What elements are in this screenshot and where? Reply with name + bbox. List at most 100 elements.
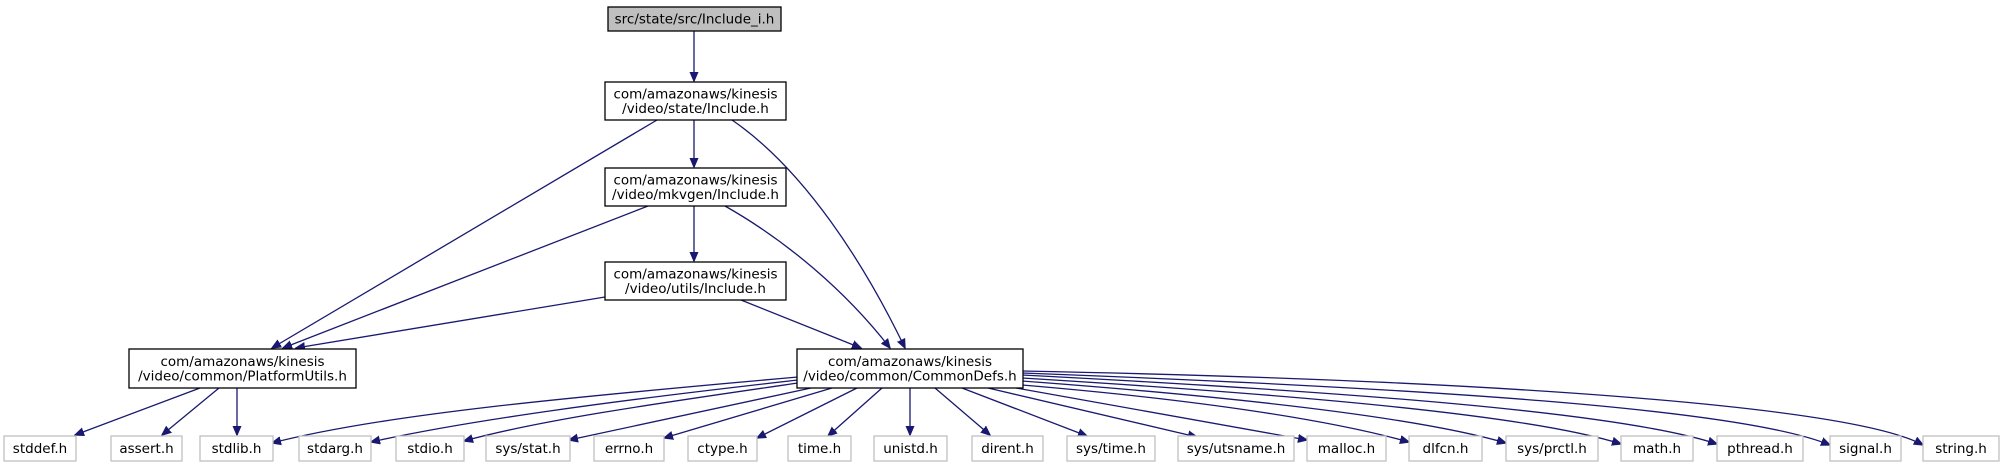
node-label-platform-utils-line-1: com/amazonaws/kinesis [160, 354, 324, 370]
node-dirent: dirent.h [971, 435, 1044, 462]
edge-common-defs-to-stdarg [371, 379, 799, 442]
node-box-unistd [873, 435, 948, 462]
edges [75, 31, 1923, 445]
node-utils-include[interactable]: com/amazonaws/kinesis/video/utils/Includ… [604, 261, 787, 301]
node-sys-utsname: sys/utsname.h [1177, 435, 1295, 462]
node-stdlib: stdlib.h [199, 435, 274, 462]
node-box-dirent [971, 435, 1044, 462]
edge-common-defs-to-time [828, 387, 883, 436]
edge-common-defs-to-errno [664, 387, 833, 438]
node-platform-utils[interactable]: com/amazonaws/kinesis/video/common/Platf… [128, 348, 357, 389]
node-label-sys-prctl: sys/prctl.h [1517, 441, 1587, 457]
node-box-assert [110, 435, 183, 462]
node-box-sys-utsname [1177, 435, 1295, 462]
node-label-sys-utsname: sys/utsname.h [1187, 441, 1286, 457]
node-box-string [1922, 435, 2000, 462]
node-label-signal: signal.h [1839, 441, 1892, 457]
node-label-dirent: dirent.h [981, 441, 1034, 457]
edge-state-include-to-common-defs [731, 119, 905, 348]
node-box-platform-utils [128, 348, 357, 389]
node-assert: assert.h [110, 435, 183, 462]
edge-mkvgen-include-to-platform-utils [283, 205, 649, 348]
node-label-state-include-line-2: /video/state/Include.h [622, 101, 769, 117]
node-dlfcn: dlfcn.h [1408, 435, 1483, 462]
node-label-errno: errno.h [605, 441, 653, 457]
node-label-malloc: malloc.h [1318, 441, 1375, 457]
node-label-mkvgen-include-line-1: com/amazonaws/kinesis [613, 172, 777, 188]
edge-platform-utils-to-stddef [75, 387, 201, 435]
node-unistd: unistd.h [873, 435, 948, 462]
node-malloc: malloc.h [1306, 435, 1387, 462]
node-label-stdlib: stdlib.h [212, 441, 262, 457]
node-ctype: ctype.h [687, 435, 758, 462]
node-box-pthread [1716, 435, 1804, 462]
node-label-sys-time: sys/time.h [1076, 441, 1146, 457]
edge-common-defs-to-math [1021, 377, 1621, 444]
node-stddef: stddef.h [3, 435, 77, 462]
edge-common-defs-to-stdio [464, 382, 799, 441]
node-box-utils-include [604, 261, 787, 301]
edge-common-defs-to-stdlib [272, 376, 799, 443]
node-label-ctype: ctype.h [697, 441, 747, 457]
node-label-time: time.h [798, 441, 841, 457]
edge-common-defs-to-dlfcn [1021, 384, 1409, 442]
node-box-mkvgen-include [604, 167, 787, 207]
nodes: src/state/src/Include_i.h com/amazonaws/k… [3, 6, 2000, 462]
node-box-signal [1829, 435, 1902, 462]
edge-common-defs-to-sys-stat [569, 387, 812, 440]
node-label-stdarg: stdarg.h [307, 441, 363, 457]
node-box-math [1620, 435, 1694, 462]
edge-common-defs-to-signal [1021, 372, 1830, 445]
node-label-common-defs-line-1: com/amazonaws/kinesis [828, 354, 992, 370]
node-box-time [787, 435, 852, 462]
edge-common-defs-to-sys-utsname [987, 387, 1197, 437]
edge-common-defs-to-ctype [757, 387, 858, 438]
node-label-common-defs-line-2: /video/common/CommonDefs.h [803, 368, 1016, 384]
node-box-sys-stat [485, 435, 571, 462]
node-label-platform-utils-line-2: /video/common/PlatformUtils.h [138, 368, 347, 384]
node-label-math: math.h [1633, 441, 1681, 457]
node-label-string: string.h [1935, 441, 1987, 457]
node-box-malloc [1306, 435, 1387, 462]
node-box-stddef [3, 435, 77, 462]
edge-platform-utils-to-assert [162, 387, 220, 435]
node-label-include-i: src/state/src/Include_i.h [615, 12, 775, 28]
node-label-state-include-line-1: com/amazonaws/kinesis [613, 86, 777, 102]
node-label-utils-include-line-2: /video/utils/Include.h [625, 281, 766, 297]
node-label-sys-stat: sys/stat.h [495, 441, 560, 457]
node-sys-prctl: sys/prctl.h [1505, 435, 1599, 462]
edge-common-defs-to-malloc [1015, 387, 1307, 440]
node-box-sys-prctl [1505, 435, 1599, 462]
edge-utils-include-to-platform-utils [296, 296, 606, 348]
edge-common-defs-to-pthread [1021, 374, 1717, 444]
edge-state-include-to-platform-utils [272, 119, 658, 348]
node-label-mkvgen-include-line-2: /video/mkvgen/Include.h [612, 187, 779, 203]
node-box-sys-time [1066, 435, 1156, 462]
edge-common-defs-to-sys-time [961, 387, 1087, 436]
node-mkvgen-include[interactable]: com/amazonaws/kinesis/video/mkvgen/Inclu… [604, 167, 787, 207]
node-box-stdio [395, 435, 465, 462]
node-math: math.h [1620, 435, 1694, 462]
node-sys-stat: sys/stat.h [485, 435, 571, 462]
node-box-ctype [687, 435, 758, 462]
node-label-stddef: stddef.h [13, 441, 67, 457]
edge-common-defs-to-sys-prctl [1021, 380, 1506, 443]
node-errno: errno.h [593, 435, 665, 462]
node-state-include[interactable]: com/amazonaws/kinesis/video/state/Includ… [604, 81, 787, 121]
node-common-defs[interactable]: com/amazonaws/kinesis/video/common/Commo… [796, 348, 1024, 389]
node-box-errno [593, 435, 665, 462]
node-box-include-i [607, 6, 782, 32]
node-label-pthread: pthread.h [1727, 441, 1793, 457]
node-include-i[interactable]: src/state/src/Include_i.h [607, 6, 782, 32]
edge-utils-include-to-common-defs [740, 299, 861, 348]
edge-common-defs-to-string [1021, 370, 1923, 445]
node-signal: signal.h [1829, 435, 1902, 462]
node-string: string.h [1922, 435, 2000, 462]
node-label-unistd: unistd.h [883, 441, 938, 457]
node-label-utils-include-line-1: com/amazonaws/kinesis [613, 266, 777, 282]
edge-mkvgen-include-to-common-defs [724, 205, 890, 348]
node-stdio: stdio.h [395, 435, 465, 462]
node-time: time.h [787, 435, 852, 462]
node-box-dlfcn [1408, 435, 1483, 462]
